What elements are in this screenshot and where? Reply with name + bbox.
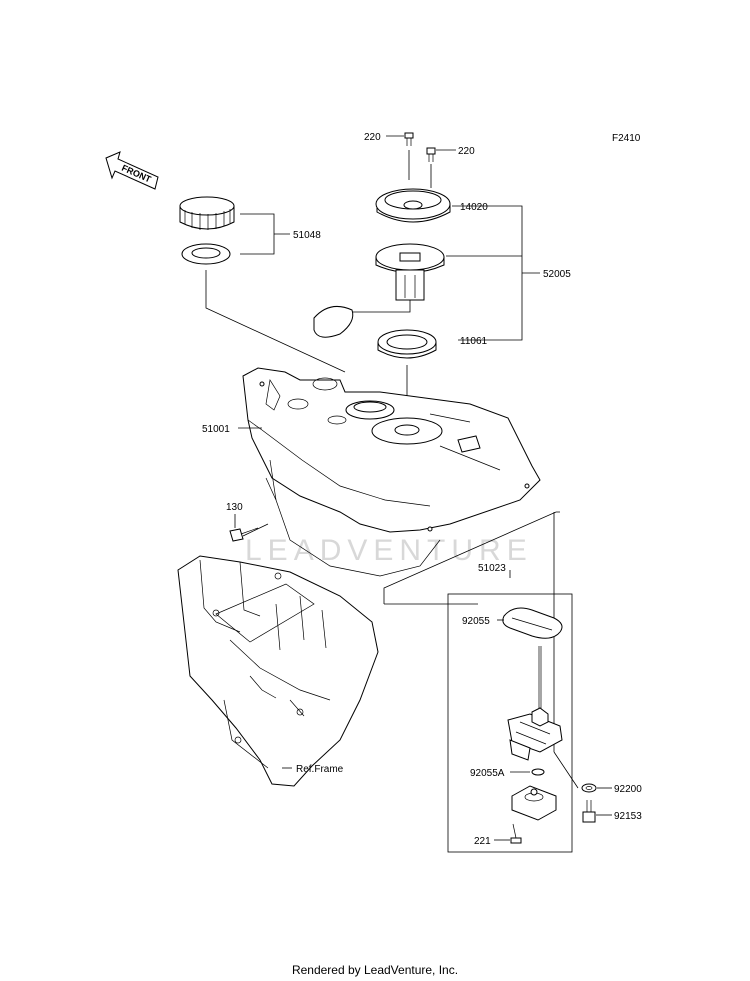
part-51023[interactable]: 51023 xyxy=(478,563,506,574)
fuel-cap[interactable] xyxy=(179,196,235,230)
cap-gasket[interactable] xyxy=(181,243,231,265)
part-92055[interactable]: 92055 xyxy=(462,616,490,627)
screw-221[interactable] xyxy=(510,823,522,844)
frame-ref-label: Ref.Frame xyxy=(296,764,344,775)
leader-51023 xyxy=(384,570,511,605)
fuel-pump-unit[interactable] xyxy=(313,243,445,338)
bolt-220-right[interactable] xyxy=(426,147,436,162)
frame-reference xyxy=(177,555,379,787)
part-92200[interactable]: 92200 xyxy=(614,784,642,795)
watermark: LEADVENTURE xyxy=(245,534,533,567)
part-52005[interactable]: 52005 xyxy=(543,269,571,280)
leader-cap-to-tank xyxy=(205,270,346,373)
fuel-valve[interactable] xyxy=(507,646,563,761)
front-label: FRONT xyxy=(120,163,153,185)
valve-cover[interactable] xyxy=(511,785,557,821)
leader-51048 xyxy=(240,213,290,255)
leader-tank-to-valve xyxy=(383,511,560,604)
valve-seal[interactable] xyxy=(502,607,563,639)
o-ring-92055A[interactable] xyxy=(531,768,545,776)
part-14020[interactable]: 14020 xyxy=(460,202,488,213)
part-130[interactable]: 130 xyxy=(226,502,243,513)
leader-52005 xyxy=(446,255,540,274)
pump-cover-plate[interactable] xyxy=(375,188,451,223)
washer-92200[interactable] xyxy=(581,783,597,793)
bolt-220-left[interactable] xyxy=(404,132,414,146)
part-11061[interactable]: 11061 xyxy=(460,336,488,347)
part-92153[interactable]: 92153 xyxy=(614,811,642,822)
bolt-92153[interactable] xyxy=(582,800,596,823)
leader-valve-line xyxy=(553,512,579,789)
bolt-130[interactable] xyxy=(229,527,259,542)
assembly-box-51023 xyxy=(447,593,573,853)
part-51001[interactable]: 51001 xyxy=(202,424,230,435)
leader-14020-bracket xyxy=(452,205,523,341)
part-220b[interactable]: 220 xyxy=(458,146,475,157)
fuel-tank[interactable] xyxy=(242,367,541,577)
front-arrow-icon: FRONT xyxy=(105,151,159,190)
part-220a[interactable]: 220 xyxy=(364,132,381,143)
figure-code: F2410 xyxy=(612,133,641,144)
pump-gasket[interactable] xyxy=(377,329,437,359)
footer-credit: Rendered by LeadVenture, Inc. xyxy=(291,963,459,977)
leader-bolts-down xyxy=(408,150,432,188)
part-92055A[interactable]: 92055A xyxy=(470,768,505,779)
part-221[interactable]: 221 xyxy=(474,836,491,847)
part-51048[interactable]: 51048 xyxy=(293,230,321,241)
leader-130 xyxy=(234,514,269,537)
